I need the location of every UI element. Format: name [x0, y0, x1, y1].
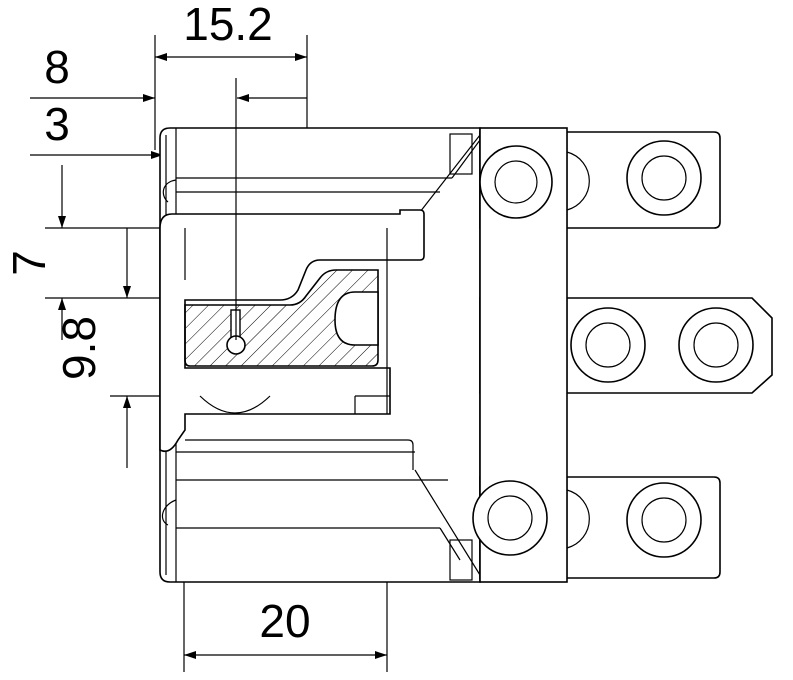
dimension-15-2: 15.2	[154, 0, 308, 235]
dimension-7: 7	[3, 165, 160, 340]
dimension-label-7: 7	[3, 250, 55, 276]
hole-top-left	[479, 145, 553, 219]
hole-top-right	[626, 140, 702, 216]
dimension-label-8: 8	[44, 41, 70, 93]
dimension-8: 8	[30, 41, 307, 102]
hole-bottom-right	[626, 482, 702, 558]
hole-bottom-left	[472, 480, 548, 556]
hole-middle-left	[570, 307, 646, 383]
dimension-9-8: 9.8	[53, 228, 160, 468]
hole-bottom-mid-partial	[566, 489, 590, 549]
hole-middle-right	[678, 307, 754, 383]
dimension-label-15-2: 15.2	[183, 0, 273, 50]
dimension-label-3: 3	[44, 98, 70, 150]
hatched-section	[184, 78, 379, 367]
hole-top-mid-partial	[566, 151, 590, 211]
dimension-label-20: 20	[259, 595, 310, 647]
inner-carrier	[159, 209, 425, 470]
dimension-label-9-8: 9.8	[53, 316, 105, 380]
